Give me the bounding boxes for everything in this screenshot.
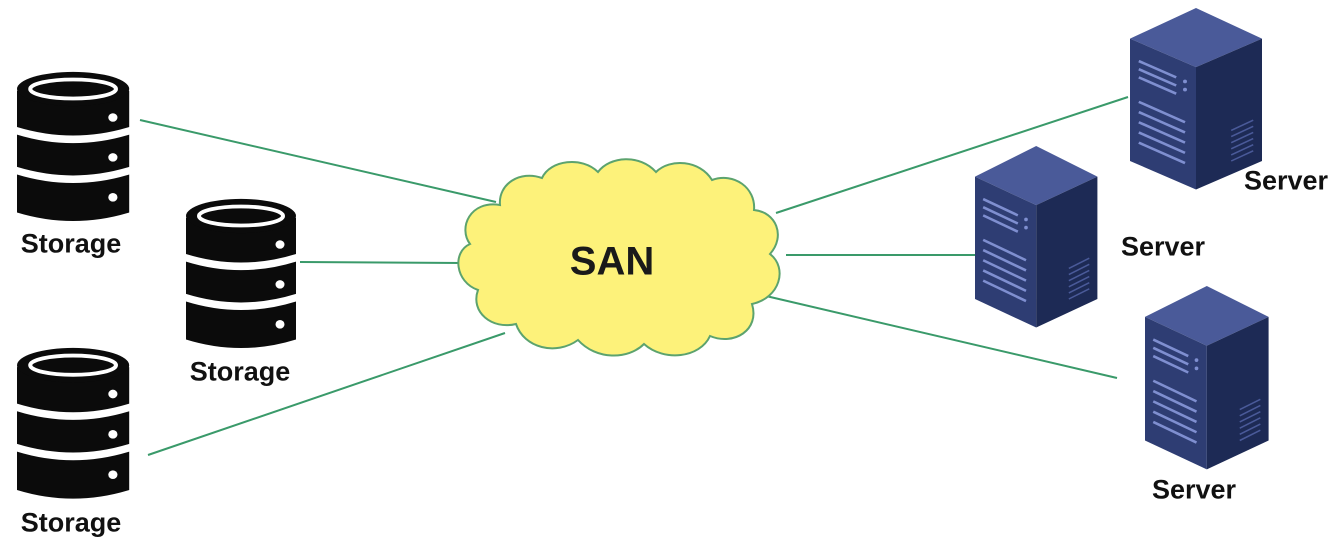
storage-label-2: Storage	[189, 356, 291, 387]
cloud-icon	[457, 158, 781, 357]
database-icon	[17, 72, 129, 221]
link-san-server-3	[765, 295, 1118, 379]
link-storage-1-san	[139, 119, 497, 203]
server-rack-icon	[973, 144, 1099, 329]
database-icon	[17, 348, 129, 499]
san-label: SAN	[569, 239, 655, 284]
server-label-3: Server	[1151, 474, 1237, 505]
link-san-server-1	[775, 96, 1129, 214]
link-lines	[139, 96, 1129, 456]
server-rack-icon	[1143, 284, 1270, 471]
server-label-2: Server	[1120, 231, 1206, 262]
storage-label-3: Storage	[20, 507, 122, 538]
link-storage-2-san	[299, 261, 464, 264]
database-icon	[184, 196, 298, 351]
server-label-1: Server	[1243, 165, 1329, 196]
link-storage-3-san	[147, 332, 506, 456]
server-rack-icon	[1128, 6, 1264, 191]
storage-label-1: Storage	[20, 228, 122, 259]
